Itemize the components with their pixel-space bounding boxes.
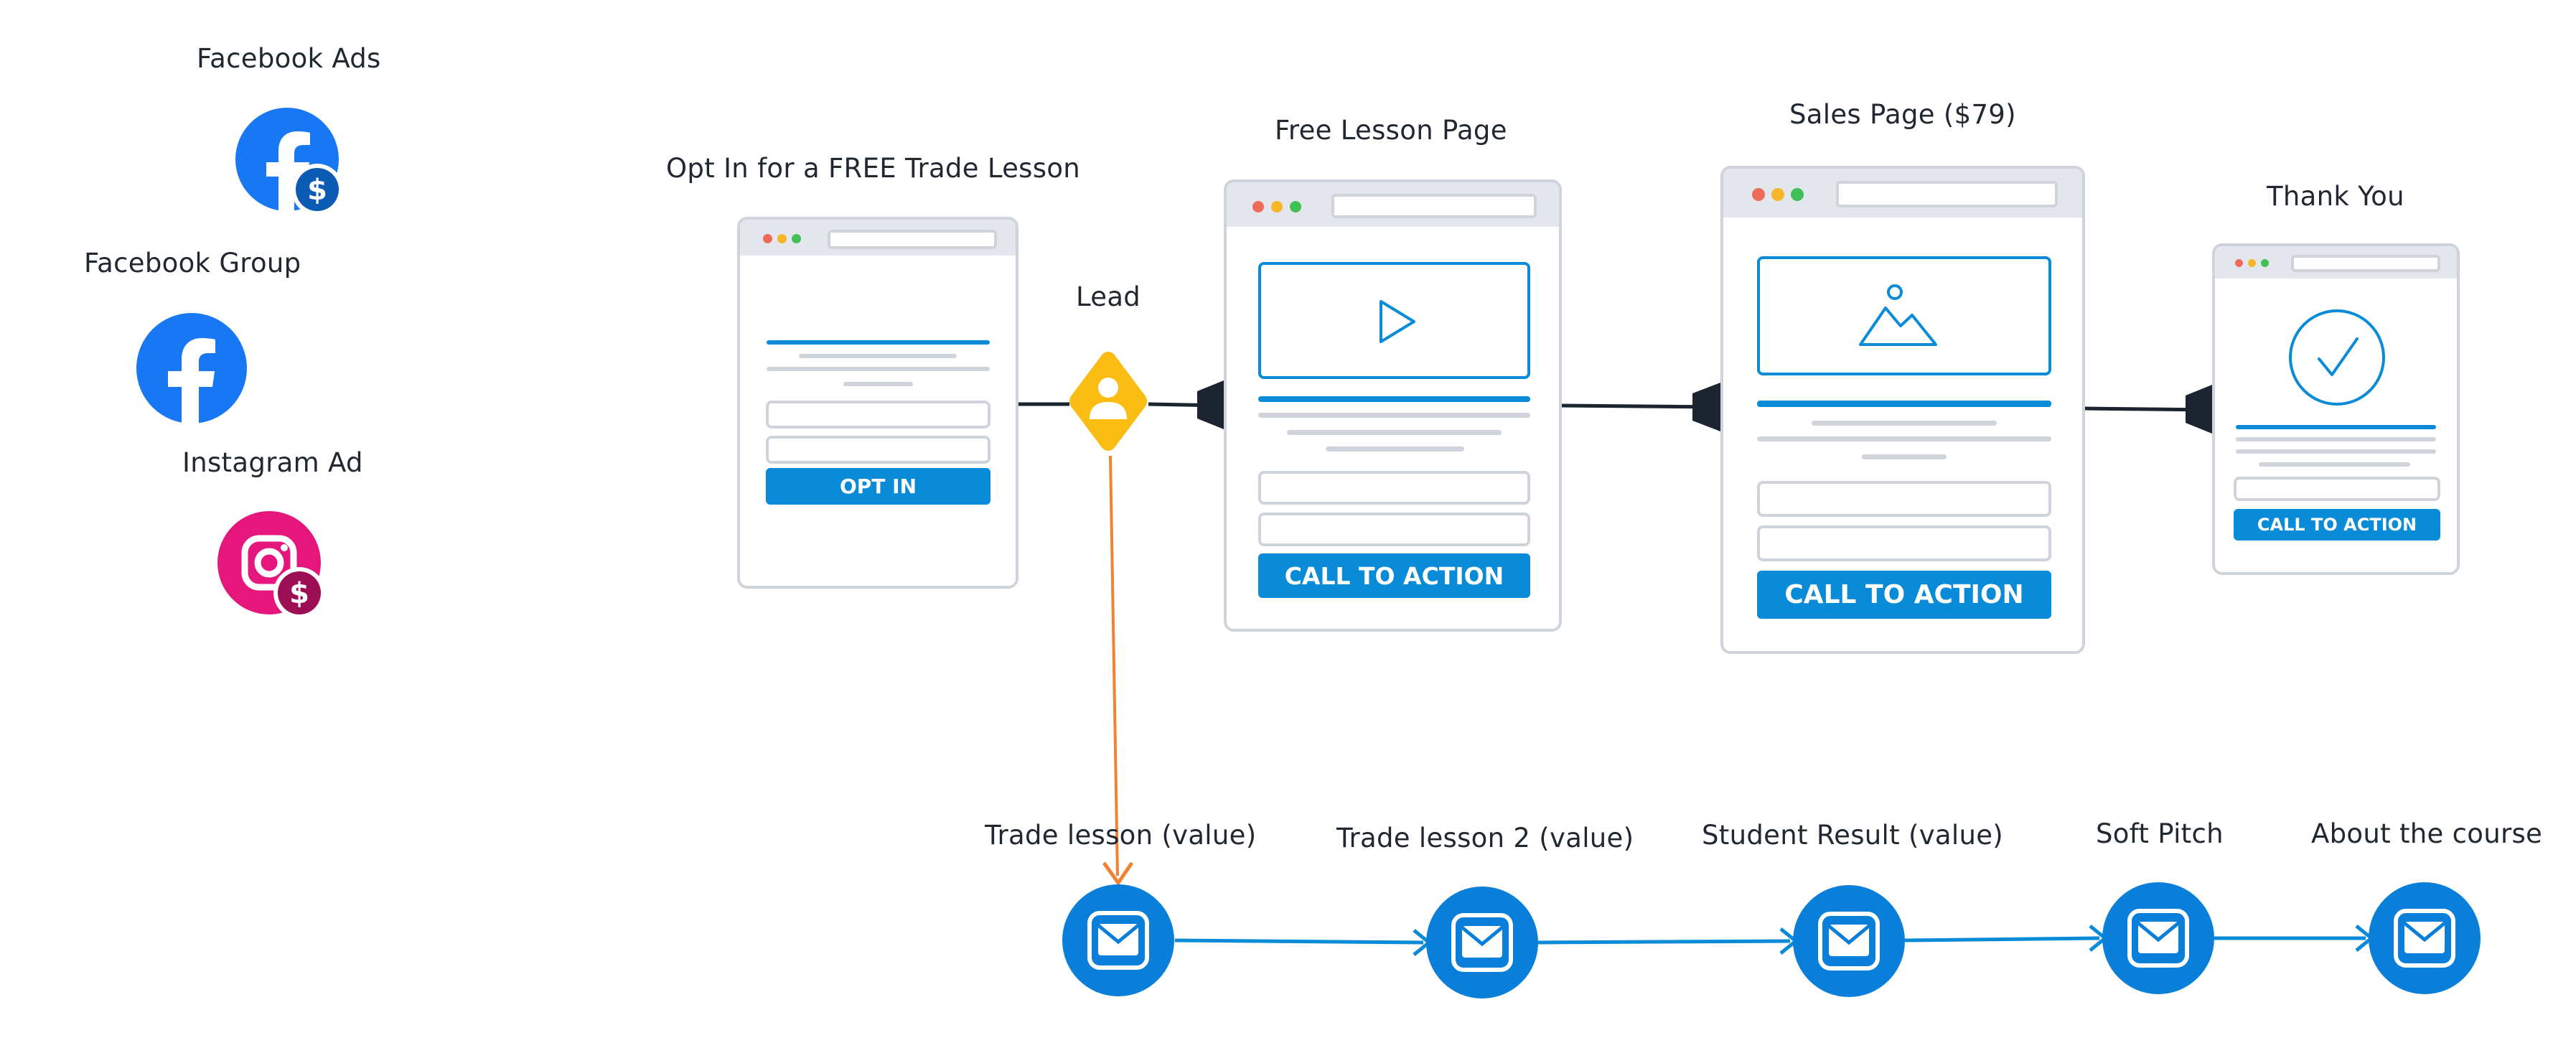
maximize-dot [2261, 259, 2269, 267]
envelope-icon [1451, 913, 1513, 972]
facebook-icon [136, 312, 248, 424]
name-field[interactable] [766, 401, 990, 429]
close-dot [763, 234, 772, 243]
text-line [1862, 454, 1947, 459]
headline-line [1258, 396, 1530, 402]
email-label-3: Student Result (value) [1702, 820, 2004, 851]
optin-page-title: Opt In for a FREE Trade Lesson [666, 153, 1081, 184]
close-dot [1752, 188, 1765, 201]
free-lesson-page-title: Free Lesson Page [1275, 115, 1507, 146]
person-icon [1064, 347, 1153, 455]
text-line [1812, 421, 1997, 426]
facebook-dollar-icon: $ [235, 108, 347, 219]
envelope-icon [1087, 911, 1149, 970]
email-node-3[interactable] [1793, 885, 1905, 997]
image-frame [1757, 256, 2051, 375]
url-bar [1331, 194, 1537, 218]
email-node-4[interactable] [2102, 882, 2214, 994]
minimize-dot [1771, 188, 1784, 201]
text-line [843, 382, 913, 386]
free-lesson-page-window: CALL TO ACTION [1224, 179, 1562, 632]
instagram-dollar-icon: $ [217, 511, 329, 622]
facebook-group-label: Facebook Group [84, 248, 301, 279]
video-frame [1258, 262, 1530, 379]
headline-line [2236, 425, 2436, 429]
optin-page-window: OPT IN [737, 217, 1018, 589]
text-line [1326, 446, 1464, 452]
thank-you-page-title: Thank You [2267, 181, 2404, 212]
text-line [1757, 436, 2051, 441]
input-field[interactable] [1258, 513, 1530, 546]
email-label-2: Trade lesson 2 (value) [1336, 823, 1634, 853]
envelope-icon [2394, 909, 2455, 968]
call-to-action-button[interactable]: CALL TO ACTION [1258, 553, 1530, 598]
url-bar [828, 230, 997, 249]
email-label-5: About the course [2311, 818, 2543, 849]
checkmark-icon [2289, 309, 2385, 406]
instagram-ad-label: Instagram Ad [182, 447, 363, 478]
email-label-4: Soft Pitch [2096, 818, 2224, 849]
lead-label: Lead [1076, 281, 1141, 312]
email-field[interactable] [766, 436, 990, 464]
call-to-action-button[interactable]: CALL TO ACTION [1757, 571, 2051, 619]
input-field[interactable] [1258, 471, 1530, 505]
flow-arrowhead-thanks [2186, 385, 2212, 434]
play-icon [1380, 300, 1415, 343]
maximize-dot [1290, 201, 1301, 212]
maximize-dot [792, 234, 801, 243]
sales-page-window: CALL TO ACTION [1720, 166, 2085, 654]
call-to-action-button[interactable]: CALL TO ACTION [2234, 509, 2440, 541]
text-line [2236, 437, 2436, 441]
text-line [799, 354, 957, 358]
flow-arrowhead-sales [1692, 383, 1720, 431]
email-node-1[interactable] [1062, 884, 1174, 996]
lead-email-arrow [1109, 455, 1119, 876]
email-arrow-3 [1904, 936, 2100, 943]
optin-button[interactable]: OPT IN [766, 468, 990, 505]
text-line [2236, 449, 2436, 454]
url-bar [1836, 181, 2058, 207]
facebook-ads-label: Facebook Ads [197, 43, 381, 74]
text-line [1287, 430, 1502, 435]
headline-line [767, 340, 990, 345]
minimize-dot [1271, 201, 1283, 212]
text-line [2259, 462, 2410, 467]
close-dot [1252, 201, 1264, 212]
email-node-2[interactable] [1426, 887, 1538, 998]
email-arrow-1 [1174, 938, 1424, 945]
svg-text:$: $ [307, 174, 327, 207]
text-line [1258, 413, 1530, 418]
envelope-icon [2127, 909, 2189, 968]
lead-email-arrowhead [1102, 861, 1134, 885]
svg-text:$: $ [289, 577, 309, 610]
maximize-dot [1791, 188, 1804, 201]
headline-line [1757, 401, 2051, 407]
input-field[interactable] [2234, 477, 2440, 501]
sales-page-title: Sales Page ($79) [1789, 99, 2016, 130]
image-icon [1859, 284, 1937, 346]
input-field[interactable] [1757, 481, 2051, 517]
url-bar [2291, 255, 2440, 272]
flow-arrowhead-free [1197, 380, 1224, 429]
input-field[interactable] [1757, 525, 2051, 561]
minimize-dot [2248, 259, 2256, 267]
email-label-1: Trade lesson (value) [985, 820, 1257, 851]
email-node-5[interactable] [2369, 882, 2481, 994]
minimize-dot [777, 234, 787, 243]
thank-you-page-window: CALL TO ACTION [2212, 243, 2460, 575]
envelope-icon [1818, 912, 1880, 970]
email-arrow-2 [1537, 939, 1791, 945]
text-line [767, 367, 990, 371]
close-dot [2235, 259, 2243, 267]
